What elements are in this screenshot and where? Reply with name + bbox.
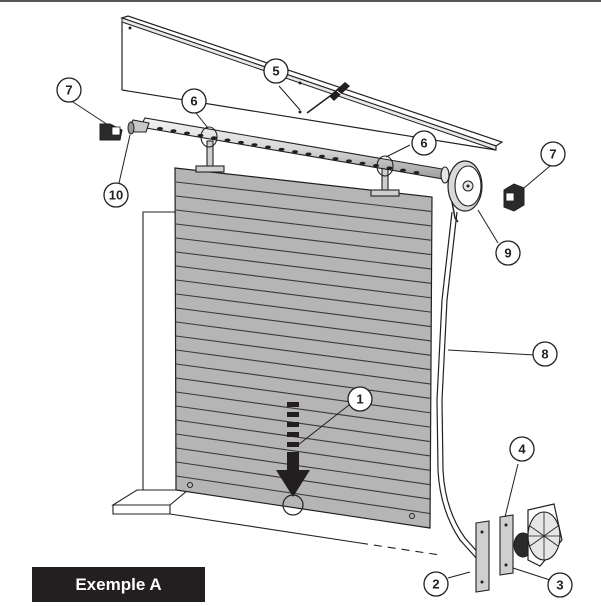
callout-number: 7 [65,83,72,98]
tube-slot [346,159,352,163]
shutter-slat-line [175,293,432,328]
shutter-slat-line [175,461,432,500]
tube-slot [184,131,190,135]
left-wall-bracket [99,123,123,141]
callout-circle [423,571,449,597]
callout-circle [411,130,437,156]
right-wall-bracket [503,183,525,212]
tube-slot [278,147,285,152]
callout-number: 5 [272,64,279,79]
shutter-slat-line [175,195,432,227]
shutter-slat-line [175,321,432,356]
shutter-slat-line [175,433,432,471]
callout-circle [532,341,558,367]
callout-number: 4 [518,442,526,457]
callout-circle [547,572,573,598]
callout-c7a: 7 [56,77,82,103]
callout-number: 8 [541,347,548,362]
tube-slot [170,129,177,133]
strap-bracket [195,140,400,197]
tube-slot [238,140,244,145]
tube-slot [359,161,366,165]
callout-circle [181,88,207,114]
callout-circle [56,77,82,103]
pull-strap [436,211,482,561]
strap-winder [475,503,563,593]
window-sill [111,489,441,556]
shutter-slat-line [175,265,432,299]
shutter-slat-line [175,223,432,256]
shutter-slat-line [175,349,432,385]
tube-slot [332,157,339,161]
callout-circle [347,386,373,412]
shutter-slat-line [175,335,432,371]
shutter-slat-line [175,377,432,414]
tube-slot [305,152,312,156]
tube-slot [224,138,231,142]
callout-number: 1 [356,392,363,407]
roller-tube [139,117,450,184]
tube-slot [197,133,204,138]
shutter-slat-line [175,279,432,313]
shutter-slat-line [175,447,432,486]
strap-pulley [447,160,483,223]
callout-number: 9 [504,246,511,261]
tube-slot [157,126,163,131]
callout-c2: 2 [423,571,449,597]
down-arrow-icon [276,402,310,497]
callout-c7b: 7 [540,141,566,167]
callout-c6a: 6 [181,88,207,114]
tube-slot [319,154,325,158]
shutter-slat-line [175,237,432,270]
shutter-slat-line [175,251,432,284]
tube-slot [265,145,271,149]
callout-leaders [69,85,551,581]
callout-c6b: 6 [411,130,437,156]
shutter-slat-line [175,363,432,400]
tube-slot [373,164,379,168]
callouts: 1 2 3 4 5 6 6 7 7 8 9 10 [56,58,573,598]
callout-circle [495,240,521,266]
callout-c4: 4 [509,436,535,462]
callout-number: 6 [190,94,197,109]
shutter-curtain [174,167,433,529]
callout-circle [263,58,289,84]
callout-c3: 3 [547,572,573,598]
callout-c8: 8 [532,341,558,367]
tube-slot [400,168,406,172]
mounting-board [120,15,504,151]
callout-c1: 1 [347,386,373,412]
shutter-slat-line [175,181,432,212]
tube-slot [413,170,420,175]
tube-slot [211,136,217,140]
callout-c9: 9 [495,240,521,266]
callout-c10: 10 [103,182,129,208]
screwdriver-icon [306,82,350,114]
shutter-slat-line [175,475,432,515]
example-label: Exemple A [32,567,205,602]
callout-number: 6 [420,136,427,151]
tube-slot [386,166,393,170]
shutter-slat-line [175,405,432,443]
callout-number: 7 [549,147,556,162]
shutter-slat-line [175,391,432,428]
callout-circle [103,182,129,208]
callout-number: 2 [432,577,439,592]
callout-circle [509,436,535,462]
shutter-slat-line [175,419,432,457]
tube-slot [251,143,258,147]
callout-number: 10 [109,188,123,203]
callout-number: 3 [556,578,563,593]
shutter-slat-line [175,307,432,342]
tube-end-cap [127,119,150,135]
tube-slot [292,150,298,154]
callout-circle [540,141,566,167]
shutter-slat-line [175,209,432,241]
callout-c5: 5 [263,58,289,84]
